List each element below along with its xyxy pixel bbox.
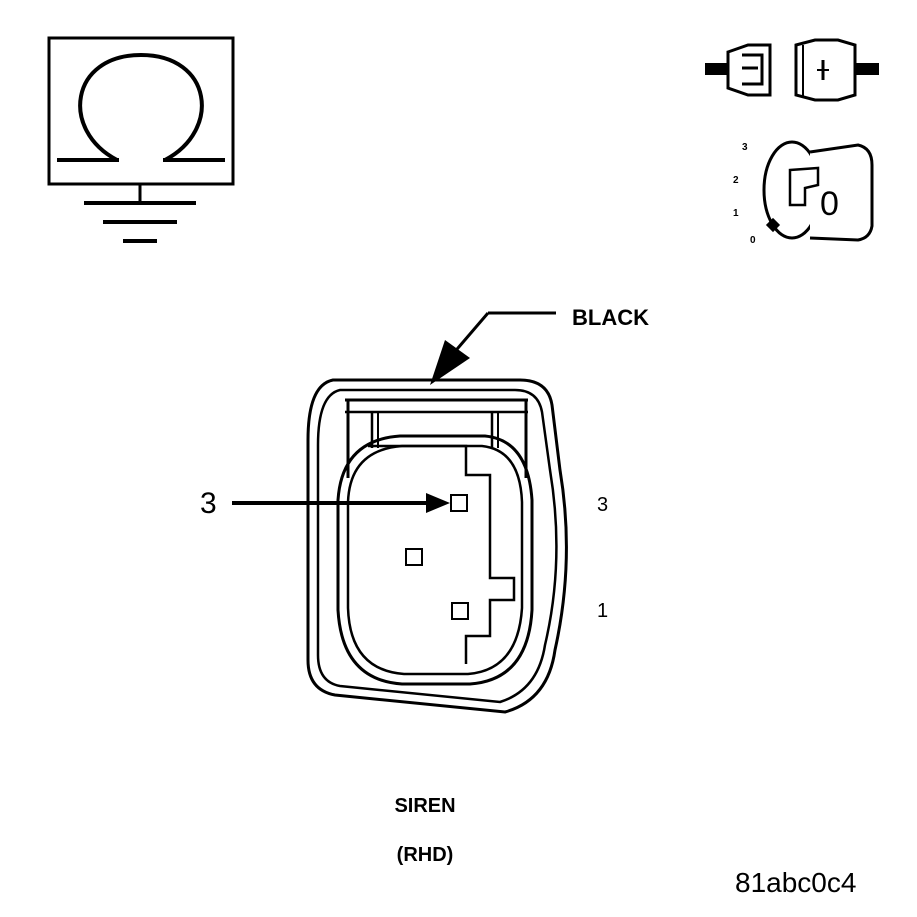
- pin-label-3: 3: [597, 494, 608, 516]
- disconnect-connector-icon: [705, 38, 879, 102]
- ohmmeter-ground-icon: [47, 36, 235, 243]
- callout-pin-number: 3: [200, 487, 217, 520]
- connector-name: SIREN: [394, 795, 455, 817]
- pin-callout: 3: [200, 487, 450, 520]
- connector-body: [306, 378, 568, 714]
- terminal-cavity: [405, 548, 423, 566]
- key-position-1: 1: [733, 208, 739, 219]
- terminal-cavity: [451, 602, 469, 620]
- ignition-key-off-icon: 3 2 1 0 0: [733, 140, 874, 246]
- key-position-2: 2: [733, 175, 739, 186]
- key-text: 0: [820, 185, 839, 223]
- connector-color-label: BLACK: [572, 305, 649, 330]
- connector-variant: (RHD): [397, 844, 454, 866]
- key-position-0: 0: [750, 235, 756, 246]
- terminal-cavity: [450, 494, 468, 512]
- key-position-3: 3: [742, 142, 748, 153]
- color-callout: BLACK: [430, 305, 649, 385]
- pin-label-1: 1: [597, 600, 608, 622]
- figure-code: 81abc0c4: [735, 867, 856, 898]
